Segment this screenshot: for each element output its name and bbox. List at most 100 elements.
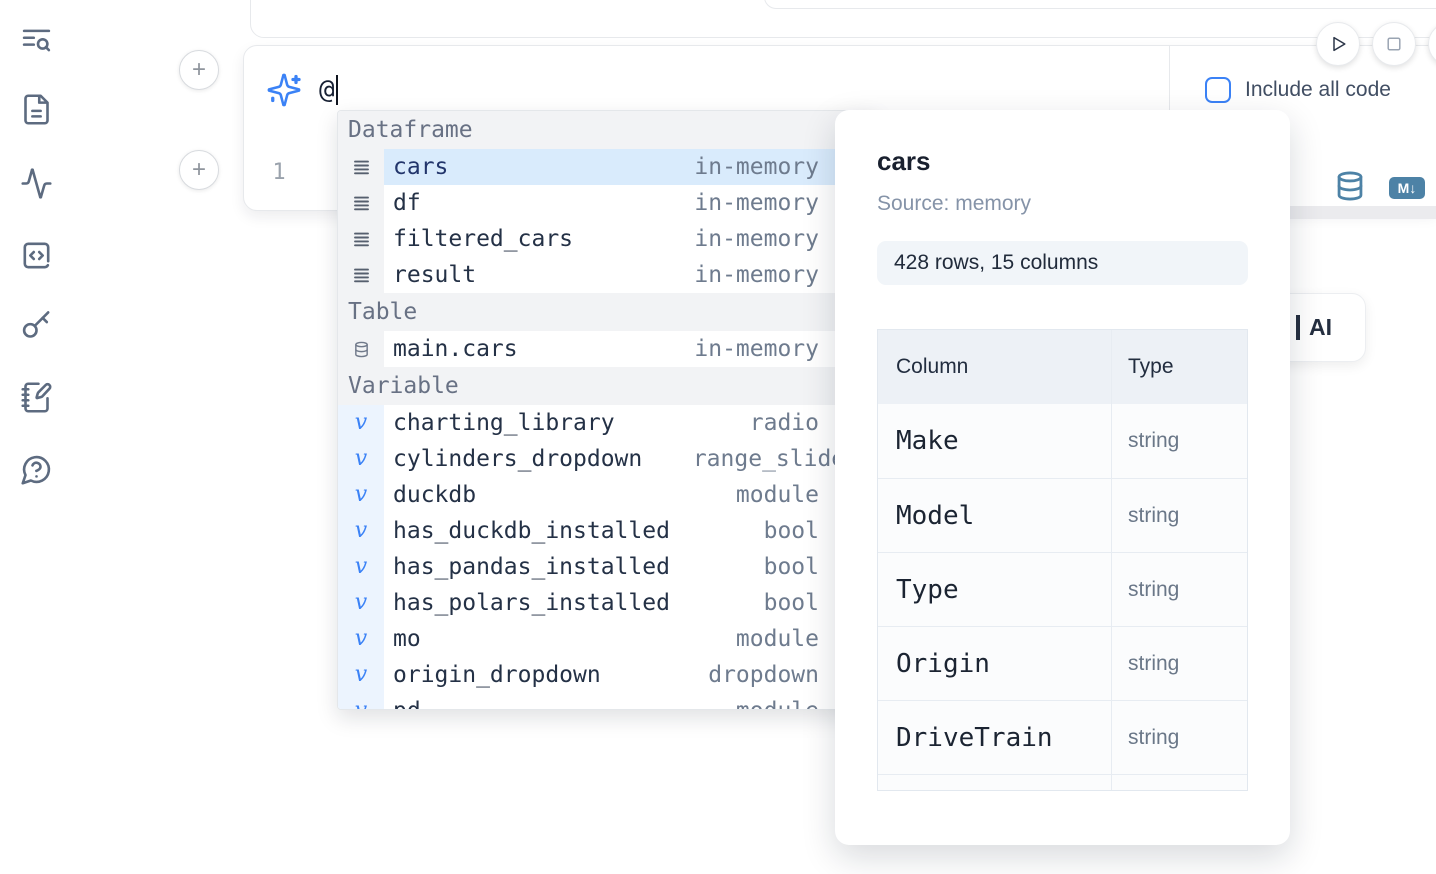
sparkles-icon [266, 72, 302, 108]
item-name: pd [393, 698, 421, 709]
column-type-cell: string [1128, 429, 1180, 452]
item-type: module [736, 698, 819, 709]
schema-table-row: Model string [878, 478, 1247, 552]
code-snippets-icon[interactable] [20, 239, 53, 272]
prompt-options: Include all code [1169, 46, 1436, 134]
schema-table-row-clipped [878, 774, 1247, 790]
autocomplete-section-header: Dataframe [338, 111, 876, 149]
autocomplete-item[interactable]: filtered_cars in-memory [338, 221, 876, 257]
item-kind-icon: v [338, 405, 384, 441]
code-editor-row[interactable]: 1 [244, 134, 1436, 210]
item-name: main.cars [393, 336, 518, 362]
add-cell-button-bottom[interactable]: + [179, 150, 219, 190]
item-kind-icon: v [338, 657, 384, 693]
item-kind-icon: v [338, 693, 384, 709]
autocomplete-item[interactable]: v duckdb module [338, 477, 876, 513]
item-type: dropdown [708, 662, 819, 688]
item-name: result [393, 262, 477, 288]
item-kind-icon: v [338, 585, 384, 621]
activity-icon[interactable] [20, 167, 53, 200]
run-cell-button[interactable] [1316, 22, 1360, 66]
autocomplete-item[interactable]: v pd module [338, 693, 876, 709]
preview-source: Source: memory [877, 192, 1032, 215]
autocomplete-item[interactable]: v has_duckdb_installed bool [338, 513, 876, 549]
previous-cell-partial [250, 0, 1436, 38]
schema-table-row: Make string [878, 404, 1247, 478]
item-kind-icon: v [338, 513, 384, 549]
column-name-cell: Make [878, 404, 1112, 478]
add-cell-button-top[interactable]: + [179, 50, 219, 90]
item-name: has_polars_installed [393, 590, 670, 616]
autocomplete-item[interactable]: v cylinders_dropdown range_slider [338, 441, 876, 477]
include-all-code-label: Include all code [1245, 78, 1391, 101]
scratchpad-icon[interactable] [20, 381, 53, 414]
help-chat-icon[interactable] [20, 453, 53, 486]
left-sidebar [0, 0, 70, 874]
clipped-letter-fragment [1296, 315, 1300, 340]
autocomplete-item[interactable]: v mo module [338, 621, 876, 657]
item-type: module [735, 482, 819, 508]
item-name: cars [393, 154, 449, 180]
column-header: Column [878, 330, 1112, 404]
item-kind-icon: v [338, 441, 384, 477]
play-icon [1333, 36, 1346, 52]
schema-table-row: Type string [878, 552, 1247, 626]
autocomplete-item[interactable]: cars in-memory [338, 149, 876, 185]
autocomplete-item[interactable]: v charting_library radio [338, 405, 876, 441]
markdown-icon[interactable]: M↓ [1389, 177, 1425, 199]
line-number: 1 [272, 159, 286, 185]
ai-prompt-input[interactable]: @ [244, 46, 1169, 134]
datasource-database-icon[interactable] [1334, 170, 1366, 202]
item-type: bool [763, 518, 819, 544]
item-kind-icon: v [338, 477, 384, 513]
autocomplete-item[interactable]: main.cars in-memory [338, 331, 876, 367]
item-name: has_duckdb_installed [393, 518, 670, 544]
line-number-gutter: 1 [244, 134, 314, 210]
item-name: duckdb [393, 482, 477, 508]
autocomplete-item[interactable]: result in-memory [338, 257, 876, 293]
type-header: Type [1128, 355, 1174, 378]
item-type: range_slider [692, 446, 859, 472]
column-name-cell: Origin [878, 627, 1112, 700]
autocomplete-section-header: Table [338, 293, 876, 331]
item-type: in-memory [694, 154, 819, 180]
column-type-cell: string [1128, 725, 1180, 749]
column-name-cell: DriveTrain [878, 701, 1112, 774]
autocomplete-item[interactable]: df in-memory [338, 185, 876, 221]
item-kind-icon [338, 331, 384, 367]
column-type-cell [1112, 775, 1247, 790]
text-search-icon[interactable] [20, 24, 53, 57]
item-name: has_pandas_installed [393, 554, 670, 580]
api-key-icon[interactable] [20, 309, 53, 342]
column-type-cell: string [1128, 577, 1180, 601]
autocomplete-item[interactable]: v origin_dropdown dropdown [338, 657, 876, 693]
schema-table-row: DriveTrain string [878, 700, 1247, 774]
autocomplete-section-header: Variable [338, 367, 876, 405]
row-column-summary: 428 rows, 15 columns [877, 241, 1248, 285]
ai-card-label: AI [1309, 314, 1332, 340]
autocomplete-item[interactable]: v has_polars_installed bool [338, 585, 876, 621]
item-type: bool [763, 554, 819, 580]
item-name: filtered_cars [393, 226, 574, 252]
item-type: in-memory [694, 336, 819, 362]
dataframe-preview-panel: cars Source: memory 428 rows, 15 columns… [835, 110, 1290, 845]
schema-table-row: Origin string [878, 626, 1247, 700]
prompt-value: @ [319, 75, 335, 105]
item-type: in-memory [694, 262, 819, 288]
include-all-code-checkbox[interactable] [1205, 77, 1231, 103]
item-type: in-memory [694, 226, 819, 252]
item-kind-icon [338, 221, 384, 257]
item-kind-icon [338, 257, 384, 293]
previous-cell-output-corner [764, 0, 1436, 9]
autocomplete-dropdown: Dataframe cars in-memory df in-memory fi… [337, 110, 877, 710]
column-name-cell: Type [878, 553, 1112, 626]
stop-square-icon [1387, 37, 1401, 51]
file-document-icon[interactable] [20, 93, 53, 126]
stop-button[interactable] [1372, 22, 1416, 66]
autocomplete-item[interactable]: v has_pandas_installed bool [338, 549, 876, 585]
item-kind-icon [338, 149, 384, 185]
item-name: cylinders_dropdown [393, 446, 643, 472]
item-kind-icon [338, 185, 384, 221]
item-type: radio [749, 410, 819, 436]
